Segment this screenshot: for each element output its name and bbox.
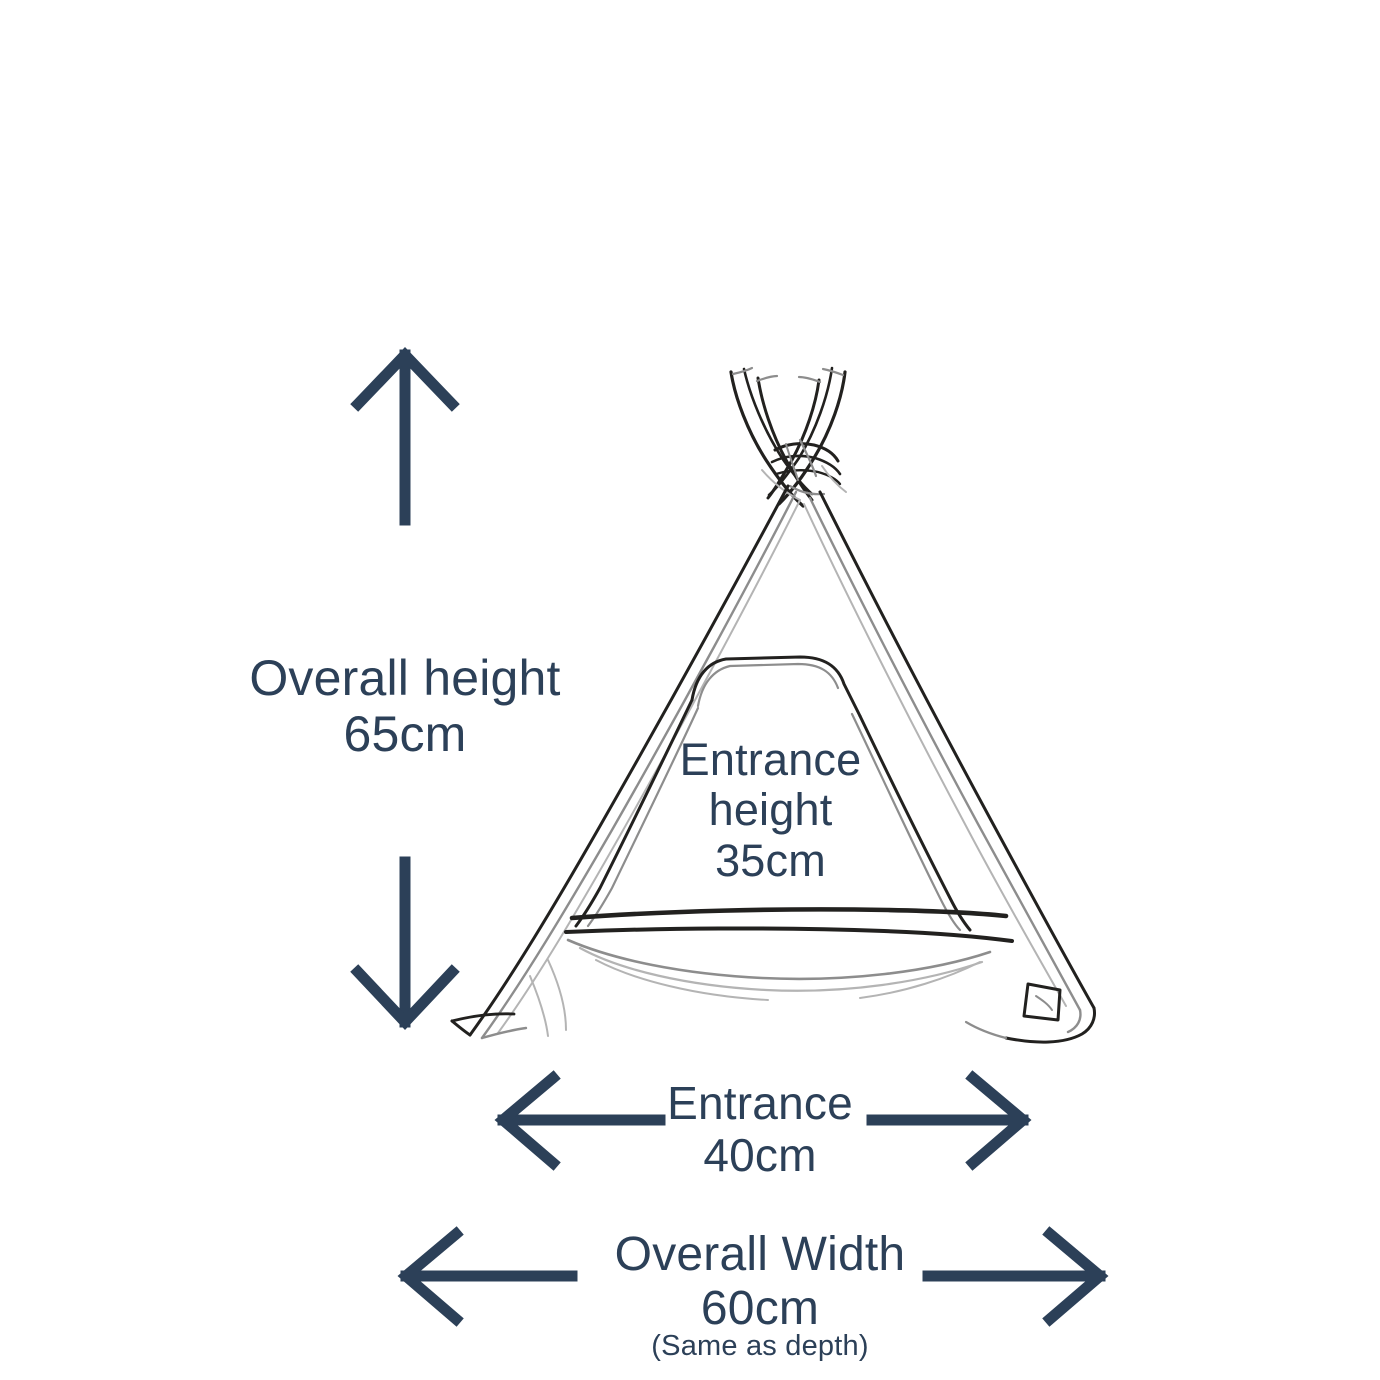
label-overall-width: Overall Width 60cm [614, 1228, 906, 1335]
label-overall-height: Overall height 65cm [249, 650, 561, 762]
tent-right-panel [803, 490, 1096, 1044]
label-depth-note: (Same as depth) [651, 1330, 869, 1362]
tent-base-hem [529, 907, 1014, 1037]
tent-pole-tips [729, 366, 847, 508]
arrow-left-right-icon-entrance [494, 1070, 1032, 1171]
arrow-left-right-icon-overall [397, 1226, 1109, 1327]
arrow-up-icon [350, 347, 460, 526]
label-entrance-width: Entrance 40cm [667, 1077, 853, 1181]
arrow-down-icon [350, 856, 460, 1031]
tent-entrance-opening [574, 655, 972, 932]
tent-left-panel [450, 484, 801, 1040]
label-entrance-height: Entrance height 35cm [679, 734, 862, 886]
